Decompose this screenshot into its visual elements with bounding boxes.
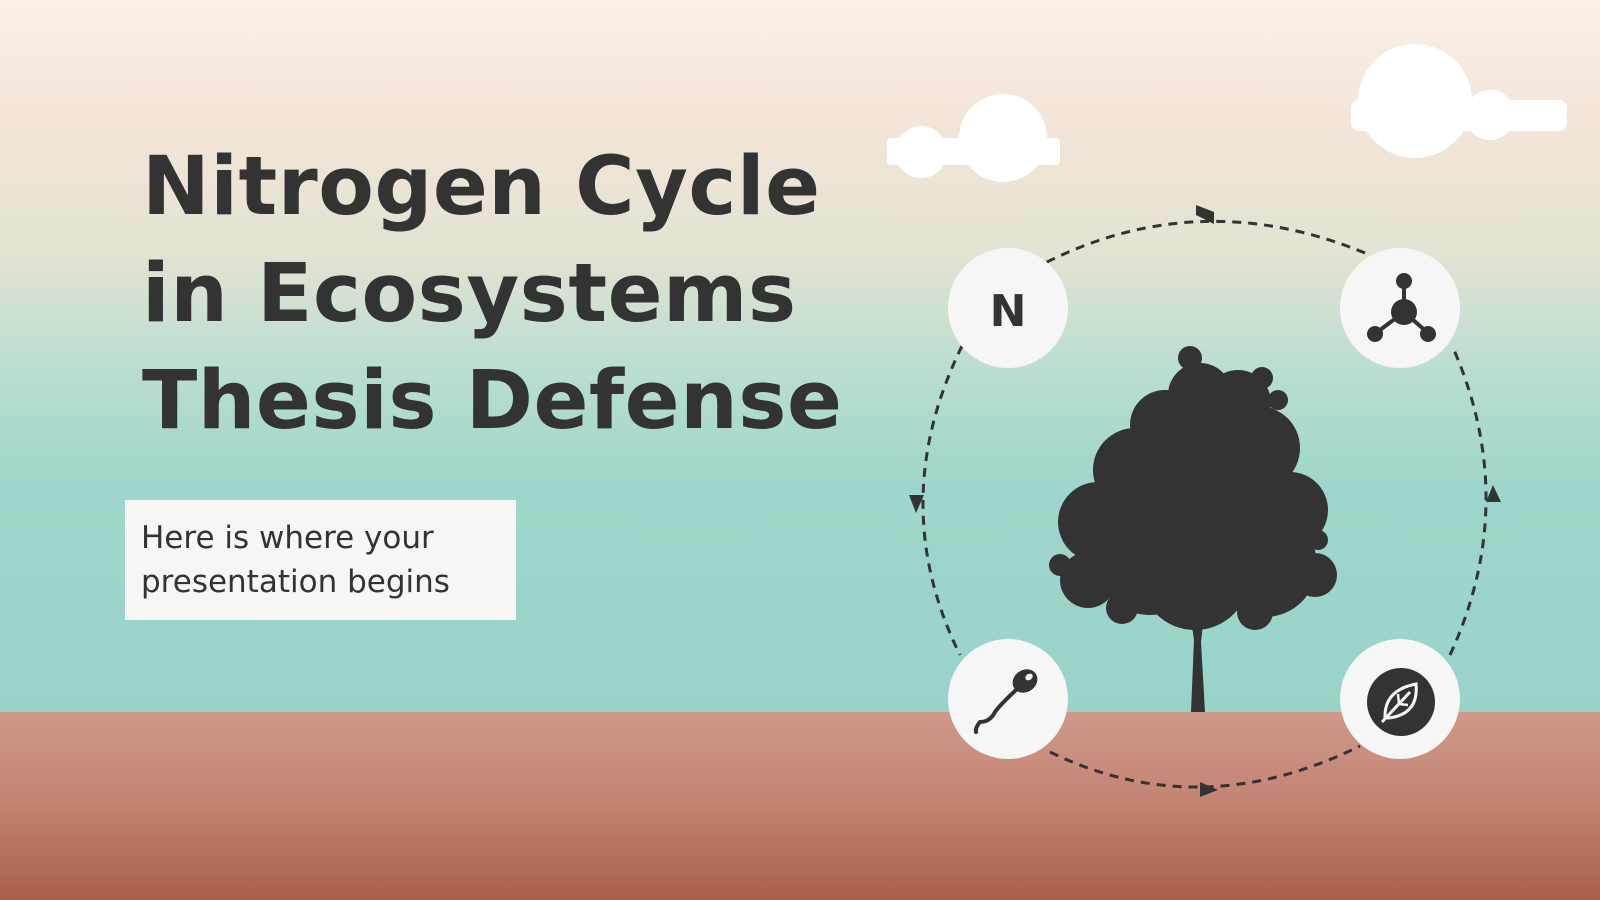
subtitle-box: Here is where your presentation begins — [125, 500, 516, 620]
title-line-1: Nitrogen Cycle — [142, 140, 821, 234]
cycle-arrows — [921, 219, 1488, 789]
cloud-left-icon — [887, 94, 1060, 182]
arrowhead-left — [909, 495, 924, 513]
title-line-2: in Ecosystems — [142, 247, 797, 341]
arrowhead-right — [1486, 485, 1501, 502]
cloud-right-icon — [1351, 44, 1567, 158]
bacteria-node — [948, 639, 1068, 759]
bacteria-icon — [973, 669, 1038, 734]
subtitle-line-2: presentation begins — [141, 564, 450, 600]
title-line-3: Thesis Defense — [142, 354, 843, 448]
tree-icon — [1049, 346, 1337, 712]
leaf-icon — [1367, 668, 1435, 736]
molecule-icon — [1367, 273, 1436, 342]
cycle-arrowheads — [909, 205, 1501, 797]
leaf-node — [1340, 639, 1460, 759]
nitrogen-label: N — [990, 286, 1027, 337]
subtitle-line-1: Here is where your — [141, 520, 434, 556]
arrowhead-bottom — [1200, 782, 1218, 797]
ground-background — [0, 712, 1600, 900]
nitrogen-node: N — [948, 248, 1068, 368]
molecule-node — [1340, 248, 1460, 368]
slide-title: Nitrogen Cycle in Ecosystems Thesis Defe… — [142, 134, 842, 455]
arrowhead-top — [1196, 205, 1214, 224]
